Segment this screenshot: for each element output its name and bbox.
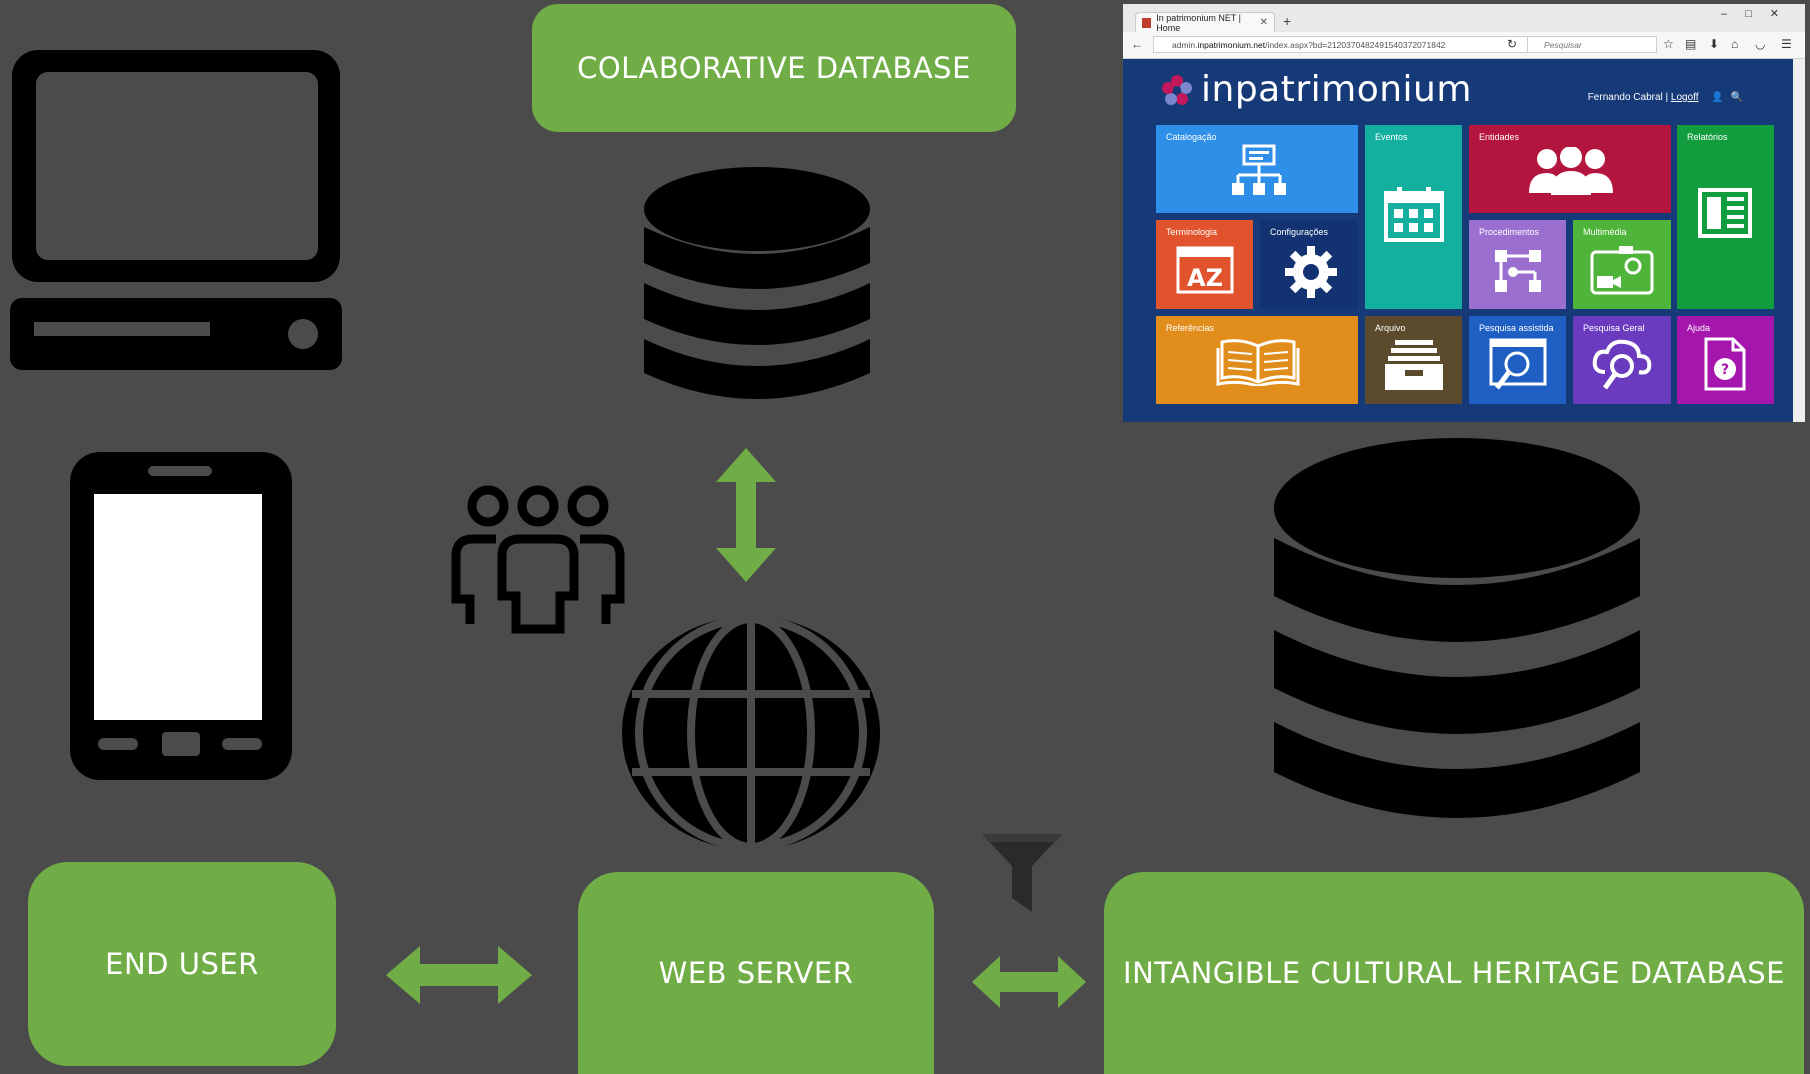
end-user-label: END USER bbox=[28, 862, 336, 1066]
colaborative-database-label: COLABORATIVE DATABASE bbox=[532, 4, 1016, 132]
tab-title: In patrimonium NET | Home bbox=[1156, 12, 1241, 33]
procedures-flow-icon bbox=[1495, 250, 1541, 292]
user-icon[interactable]: 👤 bbox=[1711, 92, 1724, 103]
search-input[interactable]: Pesquisar bbox=[1527, 36, 1657, 53]
window-controls-icon[interactable]: –□✕ bbox=[1721, 8, 1797, 20]
bookmark-star-icon[interactable]: ☆ bbox=[1663, 37, 1674, 51]
address-bar[interactable]: admin.inpatrimonium.net/index.aspx?bd=21… bbox=[1153, 36, 1643, 53]
logo-text: inpatrimonium bbox=[1201, 69, 1472, 110]
flower-logo-icon bbox=[1162, 74, 1192, 105]
browser-navbar: ← admin.inpatrimonium.net/index.aspx?bd=… bbox=[1123, 32, 1805, 59]
tile-pesquisa-assistida[interactable]: Pesquisa assistida bbox=[1469, 316, 1566, 404]
assisted-search-icon bbox=[1489, 338, 1547, 390]
svg-text:?: ? bbox=[1721, 362, 1729, 378]
new-tab-icon[interactable]: + bbox=[1283, 13, 1292, 29]
globe-icon bbox=[622, 615, 880, 851]
calendar-icon bbox=[1384, 187, 1444, 242]
filter-funnel-icon bbox=[982, 834, 1062, 912]
help-document-icon: ? bbox=[1704, 337, 1746, 391]
collaborative-database-icon bbox=[644, 167, 870, 399]
reading-list-icon[interactable]: ▤ bbox=[1685, 37, 1697, 51]
browser-titlebar: In patrimonium NET | Home ✕ + –□✕ bbox=[1123, 4, 1805, 33]
az-dictionary-icon: AZ bbox=[1176, 246, 1234, 294]
scrollbar[interactable] bbox=[1793, 59, 1805, 422]
ich-database-icon bbox=[1274, 438, 1640, 818]
back-icon[interactable]: ← bbox=[1131, 37, 1143, 51]
user-bar: Fernando Cabral | Logoff 👤 🔍 bbox=[1588, 92, 1743, 103]
home-icon[interactable]: ⌂ bbox=[1731, 37, 1739, 51]
close-tab-icon[interactable]: ✕ bbox=[1259, 17, 1268, 28]
tile-entidades[interactable]: Entidades bbox=[1469, 125, 1671, 213]
inpatrimonium-page: inpatrimonium Fernando Cabral | Logoff 👤… bbox=[1123, 59, 1793, 422]
user-name: Fernando Cabral | bbox=[1587, 92, 1669, 103]
svg-text:AZ: AZ bbox=[1187, 264, 1223, 292]
ich-database-label: INTANGIBLE CULTURAL HERITAGE DATABASE bbox=[1104, 872, 1804, 1074]
mobile-phone-icon bbox=[70, 452, 292, 780]
tile-terminologia[interactable]: Terminologia AZ bbox=[1156, 220, 1253, 309]
users-group-icon bbox=[451, 485, 625, 634]
report-icon bbox=[1698, 188, 1752, 238]
multimedia-camera-icon bbox=[1590, 246, 1654, 295]
desktop-computer-icon bbox=[10, 50, 342, 370]
vertical-double-arrow bbox=[716, 448, 776, 582]
hierarchy-icon bbox=[1232, 144, 1286, 195]
tile-relatorios[interactable]: Relatórios bbox=[1677, 125, 1774, 309]
horizontal-double-arrow-right bbox=[972, 956, 1086, 1008]
tile-procedimentos[interactable]: Procedimentos bbox=[1469, 220, 1566, 309]
tile-eventos[interactable]: Eventos bbox=[1365, 125, 1462, 309]
browser-screenshot: In patrimonium NET | Home ✕ + –□✕ ← admi… bbox=[1123, 4, 1805, 422]
tile-referencias[interactable]: Referências bbox=[1156, 316, 1358, 404]
entities-people-icon bbox=[1529, 147, 1613, 195]
download-icon[interactable]: ⬇ bbox=[1709, 37, 1720, 51]
web-server-label: WEB SERVER bbox=[578, 872, 934, 1074]
archive-drawer-icon bbox=[1385, 340, 1443, 390]
tile-ajuda[interactable]: Ajuda ? bbox=[1677, 316, 1774, 404]
menu-icon[interactable]: ☰ bbox=[1781, 37, 1792, 51]
reload-icon[interactable]: ↻ bbox=[1507, 37, 1518, 51]
pocket-icon[interactable]: ◡ bbox=[1755, 37, 1766, 51]
tile-catalogacao[interactable]: Catalogação bbox=[1156, 125, 1358, 213]
tile-pesquisa-geral[interactable]: Pesquisa Geral bbox=[1573, 316, 1671, 404]
horizontal-double-arrow-left bbox=[386, 946, 532, 1004]
search-icon[interactable]: 🔍 bbox=[1730, 92, 1743, 103]
browser-tab[interactable]: In patrimonium NET | Home ✕ bbox=[1135, 12, 1275, 33]
logoff-link[interactable]: Logoff bbox=[1670, 92, 1699, 103]
inpatrimonium-logo: inpatrimonium bbox=[1161, 69, 1472, 110]
open-book-icon bbox=[1216, 339, 1300, 386]
tile-multimedia[interactable]: Multimédia bbox=[1573, 220, 1671, 309]
cloud-search-icon bbox=[1592, 339, 1652, 390]
favicon-icon bbox=[1142, 17, 1152, 28]
gear-icon bbox=[1285, 246, 1337, 298]
tile-arquivo[interactable]: Arquivo bbox=[1365, 316, 1462, 404]
tile-configuracoes[interactable]: Configurações bbox=[1260, 220, 1358, 309]
